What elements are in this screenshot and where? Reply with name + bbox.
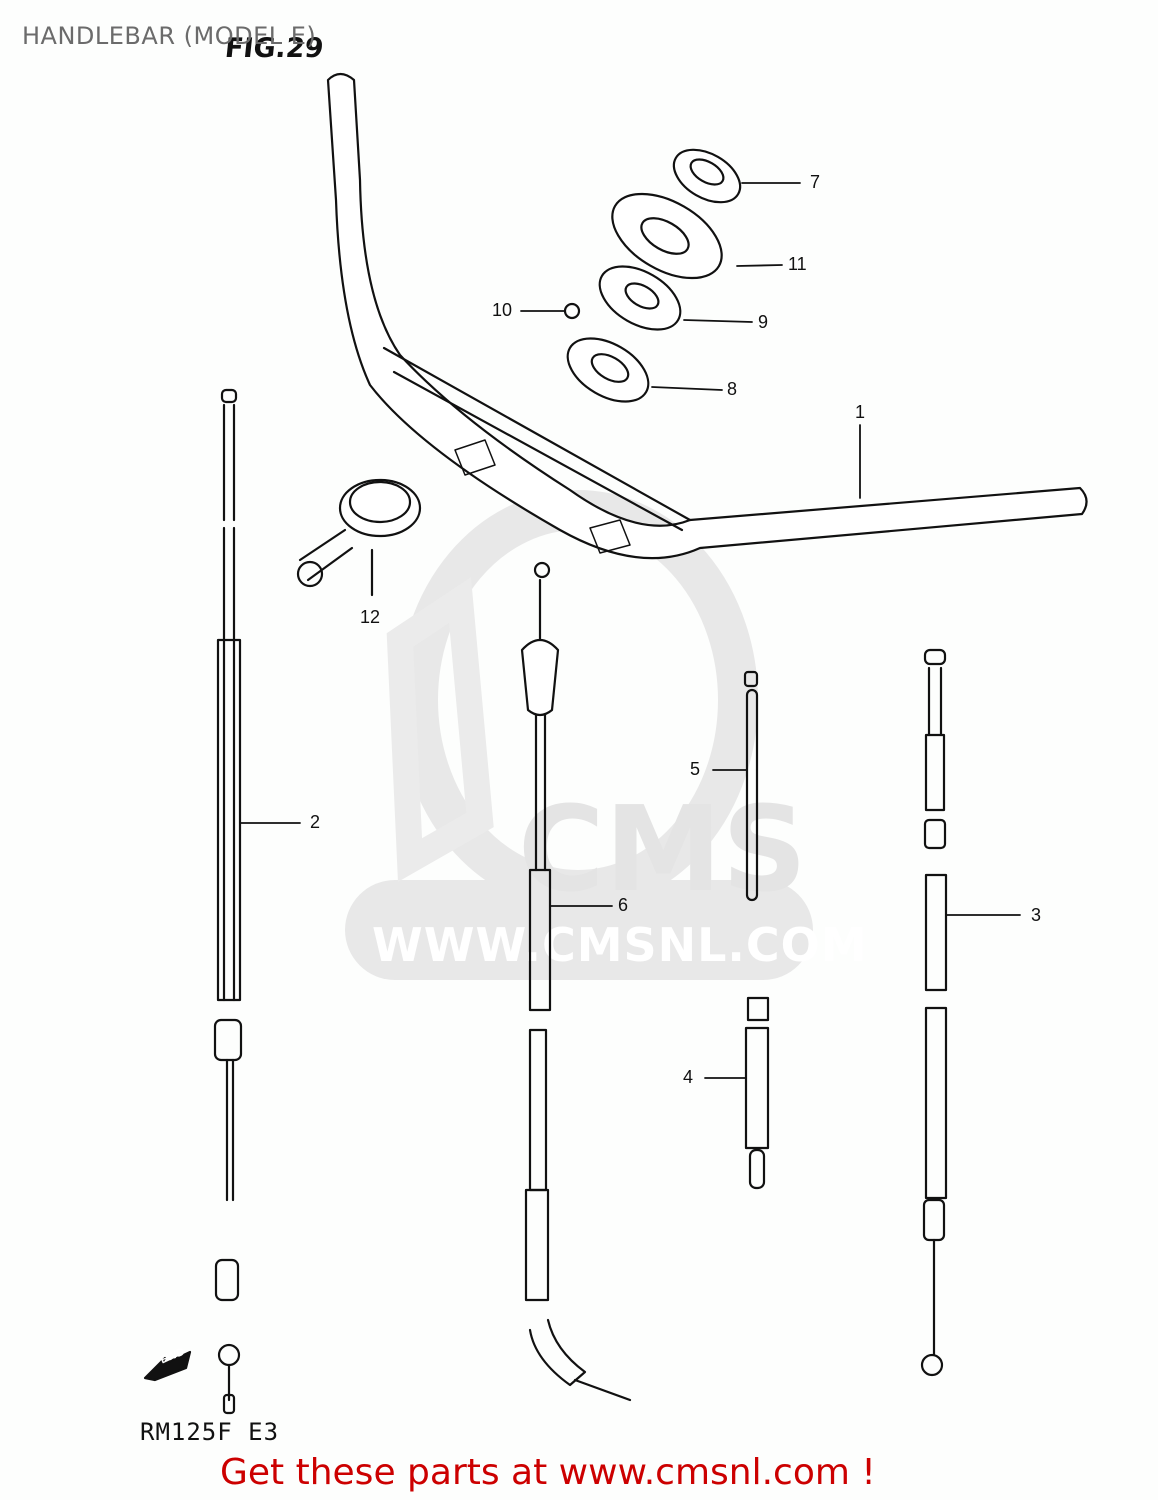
part-8-seal[interactable] [557,325,659,414]
part-1-handlebar[interactable] [326,72,1088,560]
watermark-brand: CMS [518,780,808,918]
callout-3[interactable]: 3 [1031,905,1042,925]
callout-10[interactable]: 10 [492,300,513,320]
part-12-adjuster[interactable] [296,478,422,597]
footer-cta-link[interactable]: Get these parts at www.cmsnl.com ! [220,1452,876,1493]
watermark-wrench [386,577,494,882]
fwd-arrow-icon [143,1350,192,1382]
callout-1[interactable]: 1 [855,402,866,422]
part-4-clamp[interactable] [744,996,770,1190]
watermark-url: WWW.CMSNL.COM [372,918,868,972]
page-title: HANDLEBAR (MODEL E) [22,22,317,50]
part-6-cable[interactable] [520,561,632,1402]
callout-2[interactable]: 2 [310,812,321,832]
callout-9[interactable]: 9 [758,312,769,332]
callout-7[interactable]: 7 [810,172,821,192]
callout-4[interactable]: 4 [683,1067,694,1087]
part-11-washer[interactable] [598,177,736,296]
callout-6[interactable]: 6 [618,895,629,915]
part-10-ball[interactable] [563,302,581,320]
callout-5[interactable]: 5 [690,759,701,779]
part-5-cable-tie[interactable] [743,670,759,902]
part-9-washer[interactable] [589,253,691,342]
part-2-cable[interactable] [213,388,243,1415]
callout-11[interactable]: 11 [788,254,807,274]
model-code: RM125F E3 [140,1418,280,1446]
callout-8[interactable]: 8 [727,379,738,399]
part-7-nut[interactable] [665,139,749,213]
callout-12[interactable]: 12 [360,607,381,627]
watermark-pill [345,880,813,980]
callout-leaders [239,182,1021,1079]
part-3-cable[interactable] [920,648,948,1377]
